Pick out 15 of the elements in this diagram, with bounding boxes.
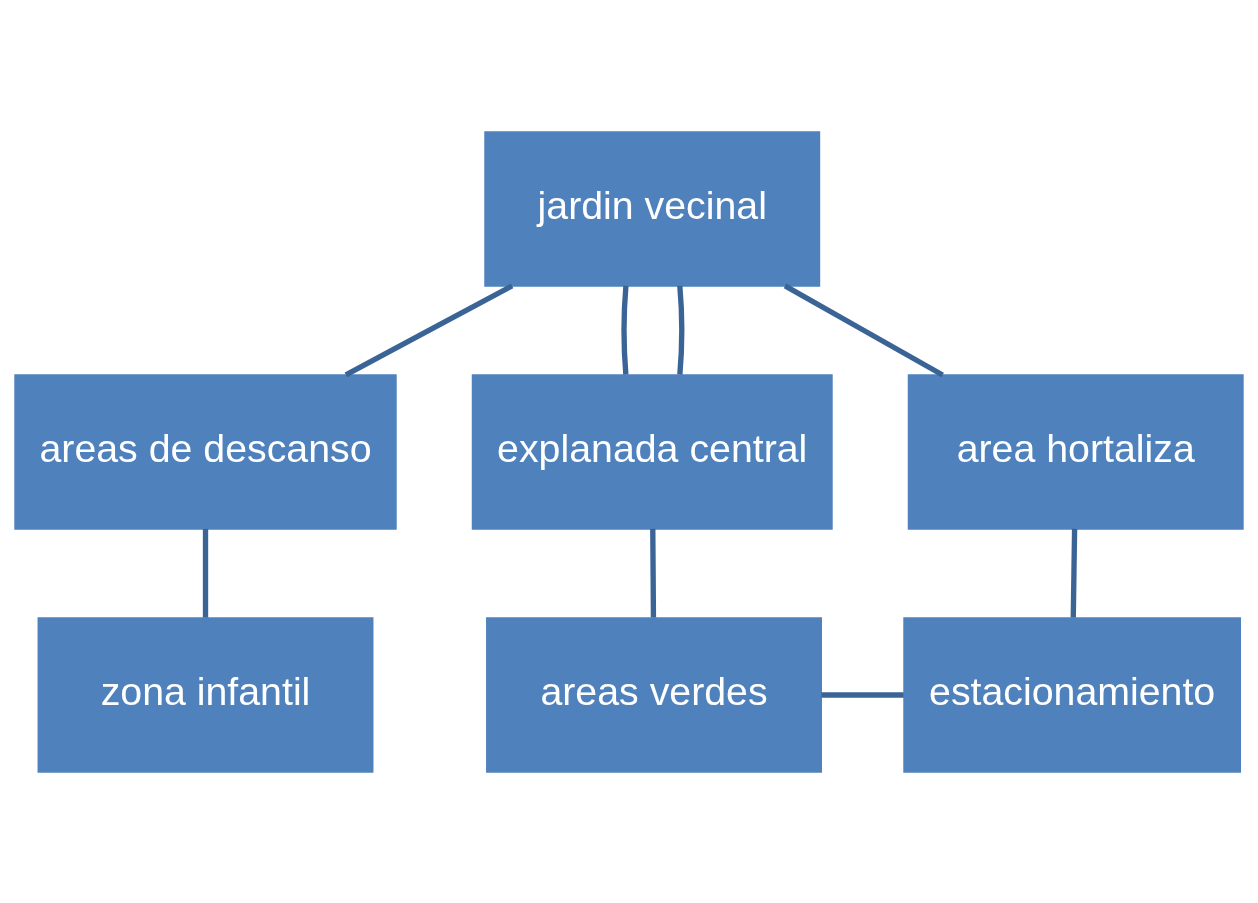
connector (202, 528, 209, 618)
connector (650, 528, 657, 618)
node-box: jardin vecinal (484, 130, 821, 287)
connector (821, 691, 904, 698)
connector (344, 283, 514, 377)
node-box: areas verdes (486, 616, 822, 773)
connector (783, 283, 944, 377)
node-box: explanada central (471, 373, 833, 530)
node-box: zona infantil (37, 616, 374, 773)
node-box: estacionamiento (903, 616, 1241, 773)
node-box: areas de descanso (14, 373, 397, 530)
node-box: area hortaliza (907, 373, 1244, 530)
connector (1070, 528, 1078, 618)
connector (677, 285, 685, 375)
connector (621, 285, 629, 375)
